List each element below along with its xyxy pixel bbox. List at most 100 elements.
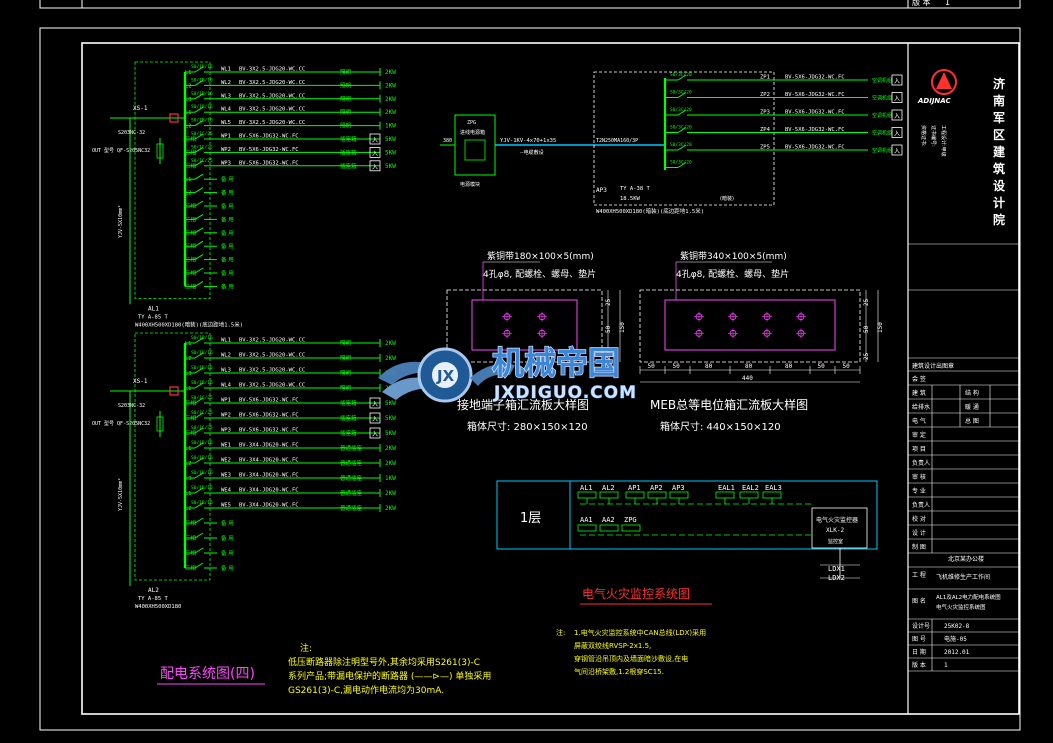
switch-blade [194,280,204,287]
monitor-title: 电气火灾监控系统图 [582,586,690,601]
socket-box-symbol [369,412,381,424]
circuit-kw: 2KW [385,82,396,89]
gear-logo-icon: JX [378,347,515,403]
circuit-cable: BV-5X6-JDG32-WC.FC [239,428,299,434]
side-dim-value: 50 [605,325,612,333]
circuit-phase: L3 [185,476,192,482]
circuit-spare: 备 用 [221,534,234,542]
title-field-label: 审 核 [912,473,926,481]
drawing-title: 配电系统图(四) [160,666,255,682]
monitor-note-title: 注: [556,628,565,637]
org-logo-mark-icon [936,72,952,89]
project-value: 北京某办公楼 [948,555,984,563]
circuit-use: 插座箱 [340,429,357,437]
switch-blade [194,79,204,86]
incoming-breaker-note: OUT 型号 QF-S205NC32 [92,420,150,427]
panel-enclosure [134,332,211,581]
panel-box-size: W400XH500XD180(暗装)(底边距地1.5米) [135,320,243,328]
circuit-use: 插座箱 [340,135,357,143]
previous-sheet-inner [81,0,909,9]
panel-box-type: TY A-85 T [138,314,168,320]
circuit-use: 插座箱 [340,162,357,170]
ap3-circuit-id: ZP3 [760,110,770,116]
date-label: 日 期 [912,648,926,656]
switch-blade [194,173,204,180]
incoming-breaker-note: OUT 型号 QF-S205NC32 [92,147,150,154]
switch-blade [194,267,204,274]
circuit-cable: BV-5X6-JDG32-WC.FC [239,413,299,419]
title-field-label: 负责人 [912,459,930,467]
title-field-label: 电 气 [912,417,926,425]
monitor-node-label: ZPG [624,516,637,524]
bottom-notes: 注:低压断路器除注明型号外,其余均采用S261(3)-C系列产品;带漏电保护的断… [288,642,491,696]
ground-symbol [156,143,164,159]
bottom-dim-value: 80 [785,363,793,370]
watermark-en: JXDIGUO.COM [493,383,637,403]
circuit-use: 照明 [340,123,352,130]
org-name-char: 筑 [993,161,1005,176]
org-name-char: 计 [993,195,1005,210]
switch-blade [194,382,204,389]
monitor-host: 电气火灾监控器 [816,516,858,524]
switch-rating: S0/1B/16 [191,380,213,386]
circuit-kw: 1KW [385,123,396,130]
circuit-cable: BV-5X6-JDG32-WC.FC [239,134,299,140]
switch-blade [194,502,204,509]
circuit-kw: 2KW [385,505,396,512]
circuit-spare: 备 用 [221,202,234,210]
circuit-kw: 1KW [385,475,396,482]
date-value: 2012.01 [944,649,970,656]
socket-box-symbol [369,427,381,439]
ap3-switch-rating: S0/3C/20 [670,90,692,96]
ap3-circuit-use: 空调机组 [872,95,892,102]
watermark: JX 机械帝国 JXDIGUO.COM [378,343,637,404]
circuit-id: WL4 [221,107,232,113]
circuit-use: 插座箱 [340,399,357,407]
circuit-use: 普通插座 [340,444,363,452]
socket-box-symbol [369,397,381,409]
title-field-value: 总 图 [965,417,979,425]
ap3-note: (暗装) [720,195,734,202]
switch-rating: S0/1B/16 [191,77,213,83]
circuit-use: 普通插座 [340,489,363,497]
side-dim-value: 25 [863,352,870,360]
design-no-label: 设计号 [912,622,930,630]
circuit-spare: 备 用 [221,175,234,183]
zpg-inner [464,139,486,161]
switch-blade [194,93,204,100]
circuit-row: 三相备 用 [185,280,234,290]
circuit-row: 三相备 用 [185,517,234,527]
circuit-cable: BV-3X2.5-JDG20-WC.CC [239,338,305,344]
bottom-dim-value: 50 [818,363,826,370]
circuit-cable: BV-3X2.5-JDG20-WC.CC [239,368,305,374]
switch-blade [194,240,204,247]
switch-blade [194,66,204,73]
circuit-row: 三相备 用 [185,532,234,542]
ap3-switch-rating: S0/3C/20 [670,72,692,78]
monitor-note-line: 穿钢管沿吊顶内及墙面暗沙敷设,在电 [574,654,688,663]
switch-blade [194,187,204,194]
ap3-switch-blade [677,144,687,151]
switch-blade [194,532,204,539]
circuit-cable: BV-3X2.5-JDG20-WC.CC [239,120,305,126]
circuit-cable: BV-3X2.5-JDG20-WC.CC [239,80,305,86]
monitor-node-box [625,491,645,499]
ap3-size: W400XH500XD180(暗装)(底边距地1.5米) [596,207,704,215]
circuit-id: WP3 [221,160,231,166]
switch-rating: S0/1C/25 [191,158,213,164]
incoming-cable: YJV-5X10mm² [118,478,124,511]
org-name-char: 区 [993,128,1005,142]
circuit-id: WL2 [221,80,231,86]
busbar-title: 紫铜带340×100×5(mm) [680,250,787,262]
sheet-no-label: 图 号 [912,636,926,643]
monitor-host-id: XLK-2 [826,527,844,534]
